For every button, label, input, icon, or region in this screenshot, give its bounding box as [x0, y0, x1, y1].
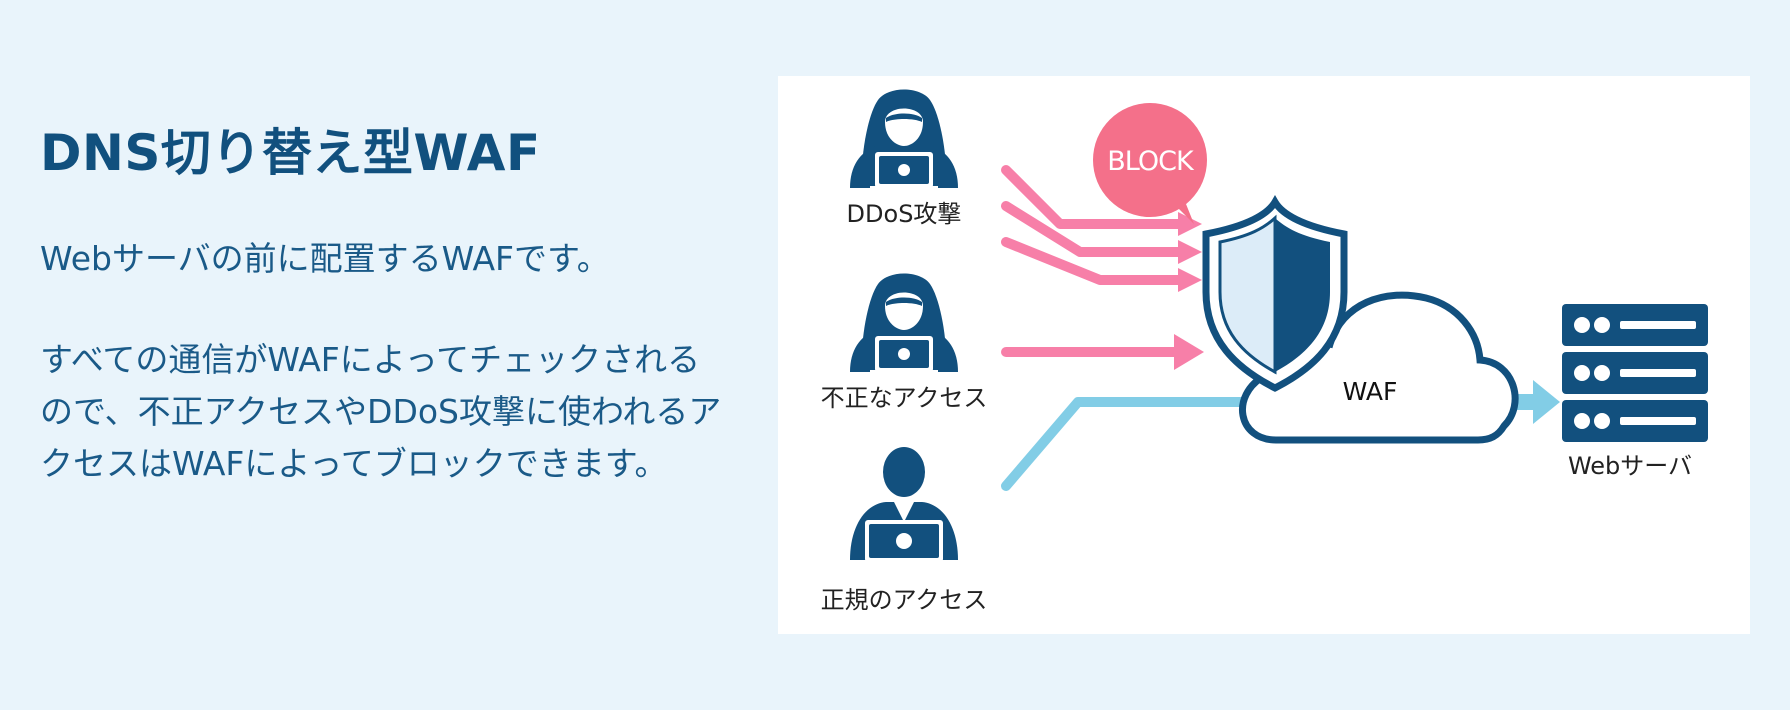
- unauthorized-label: 不正なアクセス: [821, 384, 988, 412]
- ddos-arrow-2: [1001, 201, 1191, 257]
- text-panel: DNS切り替え型WAF Webサーバの前に配置するWAFです。 すべての通信がW…: [40, 118, 740, 490]
- ddos-attacker: DDoS攻撃: [847, 89, 962, 228]
- page-title: DNS切り替え型WAF: [40, 124, 541, 182]
- shield-icon: [1202, 195, 1348, 392]
- waf-diagram-svg: DDoS攻撃 不正なアクセス 正規のアクセス: [821, 89, 1708, 614]
- unauthorized-access: 不正なアクセス: [821, 273, 988, 412]
- to-server-arrowhead: [1533, 380, 1560, 424]
- waf-label: WAF: [1343, 377, 1398, 406]
- server-label: Webサーバ: [1568, 452, 1692, 480]
- user-with-laptop-icon: [850, 447, 958, 564]
- ddos-arrow-1: [1001, 165, 1191, 229]
- waf-diagram: DDoS攻撃 不正なアクセス 正規のアクセス: [778, 76, 1750, 634]
- legitimate-label: 正規のアクセス: [821, 586, 988, 614]
- ddos-label: DDoS攻撃: [847, 200, 962, 228]
- lead-text: Webサーバの前に配置するWAFです。: [40, 239, 610, 278]
- body-text: すべての通信がWAFによってチェックされるので、不正アクセスやDDoS攻撃に使わ…: [40, 340, 722, 483]
- hooded-hacker-icon: [850, 89, 958, 190]
- hooded-hacker-icon: [850, 273, 958, 374]
- server-icon: Webサーバ: [1562, 304, 1708, 480]
- block-bubble: BLOCK: [1093, 103, 1207, 224]
- block-label: BLOCK: [1107, 146, 1195, 177]
- ddos-arrow-3: [1001, 237, 1191, 285]
- legitimate-access: 正規のアクセス: [821, 447, 988, 614]
- malicious-arrowheads: [1174, 212, 1204, 370]
- malicious-arrows: [1001, 165, 1191, 357]
